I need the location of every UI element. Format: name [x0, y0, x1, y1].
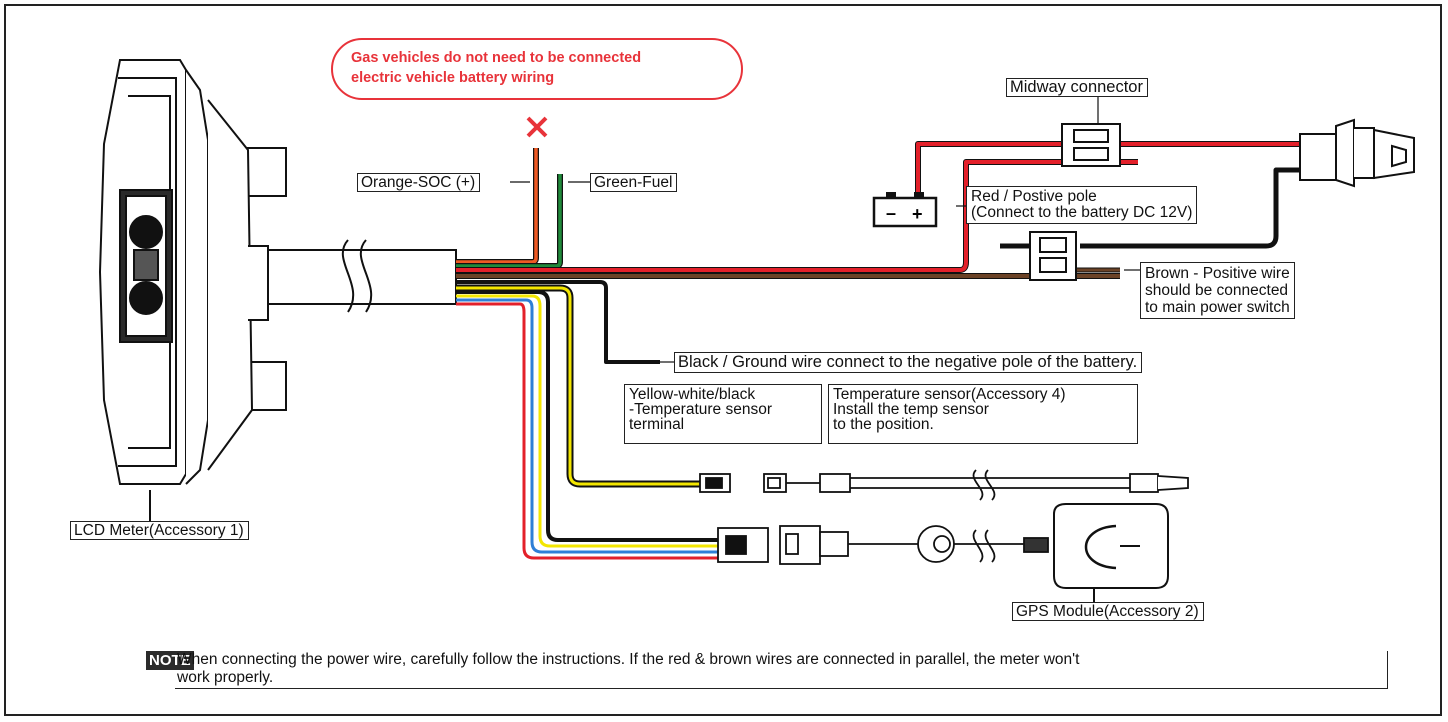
diagram-frame	[4, 4, 1442, 716]
yellow-line-1: Yellow-white/black	[629, 386, 756, 403]
green-fuel-label: Green-Fuel	[590, 173, 678, 192]
brown-line-1: Brown - Positive wire	[1145, 265, 1290, 282]
gas-vehicle-warning: Gas vehicles do not need to be connected…	[331, 38, 743, 100]
temperature-sensor-label: Temperature sensor(Accessory 4) Install …	[828, 384, 1138, 444]
black-ground-label: Black / Ground wire connect to the negat…	[674, 352, 1143, 373]
yellow-temp-terminal-label: Yellow-white/black -Temperature sensor t…	[624, 384, 822, 444]
temp-line-1: Temperature sensor(Accessory 4)	[833, 386, 1066, 403]
battery-icon: – +	[872, 192, 938, 228]
brown-line-3: to main power switch	[1145, 299, 1290, 316]
gps-cable-icon	[717, 525, 1049, 565]
temp-line-2: Install the temp sensor	[833, 401, 989, 418]
not-connected-x-icon	[526, 116, 548, 138]
red-positive-line-1: Red / Postive pole	[971, 188, 1097, 205]
lcd-meter-label: LCD Meter(Accessory 1)	[70, 521, 249, 540]
brown-positive-label: Brown - Positive wire should be connecte…	[1140, 262, 1295, 319]
red-positive-label: Red / Postive pole (Connect to the batte…	[966, 186, 1198, 224]
ignition-key-icon	[1299, 118, 1415, 188]
note-text: When connecting the power wire, carefull…	[175, 651, 1388, 689]
gps-module-icon	[1053, 503, 1169, 602]
yellow-line-3: terminal	[629, 416, 685, 433]
warning-line-2: electric vehicle battery wiring	[351, 70, 555, 86]
temp-sensor-icon	[699, 469, 1189, 501]
midway-connector-icon	[1029, 123, 1121, 281]
brown-line-2: should be connected	[1145, 282, 1289, 299]
note-line-2: work properly.	[177, 669, 274, 686]
lcd-meter-icon	[98, 59, 287, 522]
orange-soc-label: Orange-SOC (+)	[357, 173, 481, 192]
battery-minus-sign: –	[886, 203, 896, 223]
temp-line-3: to the position.	[833, 416, 934, 433]
note-line-1: When connecting the power wire, carefull…	[177, 651, 1080, 668]
gps-module-label: GPS Module(Accessory 2)	[1012, 602, 1204, 621]
yellow-line-2: -Temperature sensor	[629, 401, 773, 418]
note-badge: NOTE	[146, 651, 194, 670]
red-positive-line-2: (Connect to the battery DC 12V)	[971, 204, 1193, 221]
leader-lines	[510, 94, 1140, 363]
wires	[456, 141, 1300, 560]
cable-sheath	[267, 239, 457, 313]
midway-connector-label: Midway connector	[1006, 78, 1148, 97]
warning-line-1: Gas vehicles do not need to be connected	[351, 50, 642, 66]
battery-plus-sign: +	[912, 204, 923, 224]
